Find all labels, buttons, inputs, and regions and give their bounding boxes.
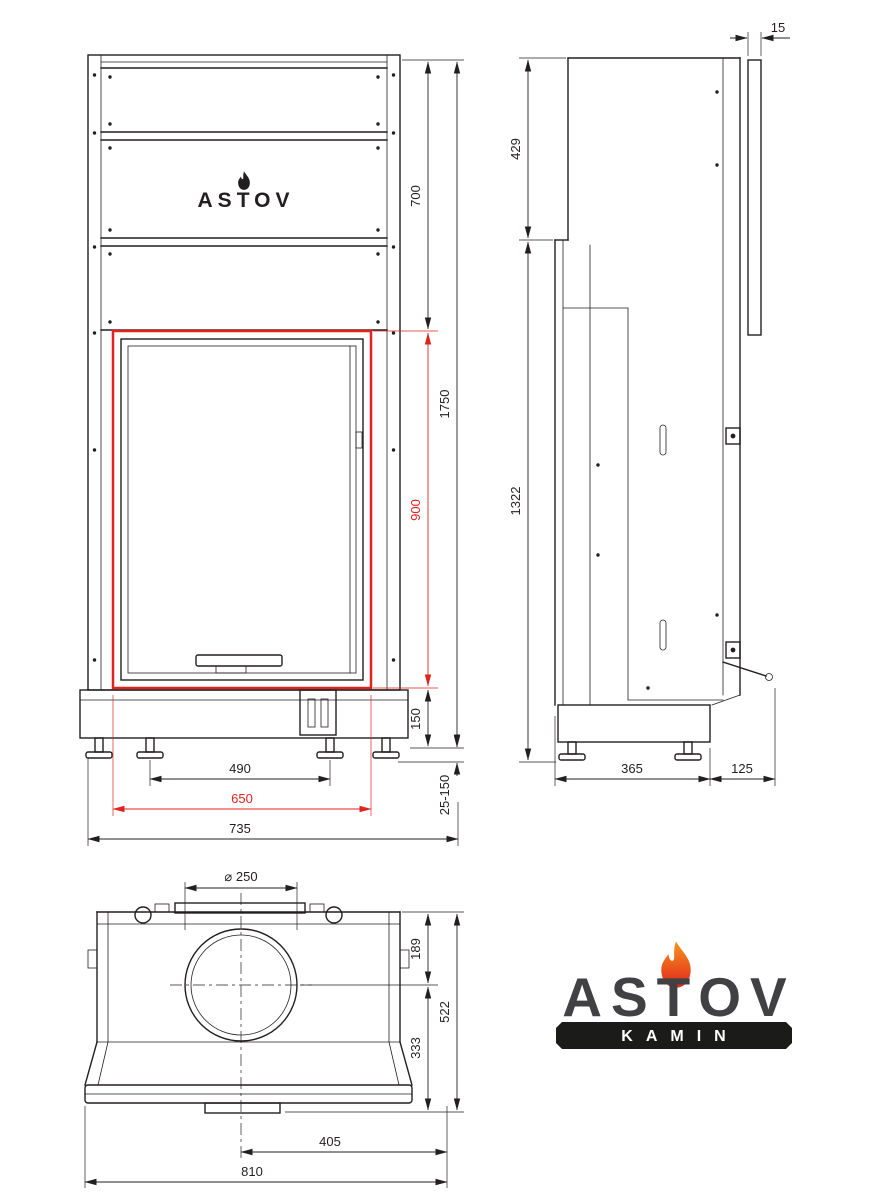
dim-front-opening-height: 900	[408, 332, 432, 687]
dim-front-base-height-value: 150	[408, 708, 423, 730]
dim-flue-offset-value: 189	[408, 938, 423, 960]
front-base	[79, 689, 409, 739]
front-handle-plan	[204, 1102, 281, 1114]
brand-name: ASTOV	[562, 966, 795, 1028]
side-feet	[558, 741, 702, 761]
front-dimensions: 700 900 150 1750 25-150	[87, 59, 464, 846]
dim-side-top-section: 429	[508, 59, 532, 239]
front-door	[120, 338, 364, 681]
dim-top-total-width: 810	[84, 1106, 448, 1188]
front-brand-mark: ASTOV	[198, 189, 295, 212]
dim-front-feet-span: 490	[149, 760, 331, 786]
rear-heat-shield	[747, 59, 762, 336]
dim-front-top-section: 700	[408, 61, 432, 330]
dim-side-depth-rear-value: 125	[731, 761, 753, 776]
side-screws	[596, 90, 719, 690]
front-view: ASTOV	[79, 54, 464, 846]
dim-front-feet-span-value: 490	[229, 761, 251, 776]
dim-front-total-height-value: 1750	[437, 390, 452, 419]
dim-front-leg-range: 25-150	[437, 734, 461, 815]
side-dimensions: 429 1322 15 365 125	[508, 20, 790, 786]
door-hinge	[355, 431, 363, 449]
dim-shield-thickness-value: 15	[771, 20, 785, 35]
dim-front-leg-range-value: 25-150	[437, 775, 452, 815]
side-view: 429 1322 15 365 125	[508, 20, 790, 786]
dim-total-depth: 522	[437, 913, 461, 1111]
rear-cap-right	[325, 906, 343, 924]
flue-collar-plate	[174, 902, 306, 914]
dim-side-body-height-value: 1322	[508, 487, 523, 516]
dim-side-body-height: 1322	[508, 241, 532, 761]
top-dimensions: ⌀ 250 189 333 522 405	[84, 869, 464, 1188]
brand-banner	[556, 1022, 792, 1049]
damper-lever	[722, 661, 773, 681]
dim-side-depth-front: 365	[554, 716, 711, 786]
dim-total-depth-value: 522	[437, 1001, 452, 1023]
dim-front-depth-value: 333	[408, 1037, 423, 1059]
wall-bracket-upper	[725, 427, 741, 445]
dim-front-top-section-value: 700	[408, 185, 423, 207]
dim-half-width-value: 405	[319, 1134, 341, 1149]
door-handle	[195, 654, 283, 667]
dim-side-depth-rear: 125	[709, 688, 776, 786]
dim-front-total-width-value: 735	[229, 821, 251, 836]
rear-cap-left	[134, 906, 152, 924]
brand-sub: KAMIN	[621, 1028, 738, 1045]
side-body	[554, 57, 773, 761]
dim-side-top-section-value: 429	[508, 138, 523, 160]
dim-front-depth: 333	[408, 986, 432, 1111]
top-view: ⌀ 250 189 333 522 405	[84, 869, 464, 1188]
front-flame-icon	[238, 171, 250, 190]
wall-bracket-lower	[725, 641, 741, 659]
top-body	[84, 893, 413, 1160]
side-base	[557, 704, 711, 743]
dim-half-width: 405	[240, 1106, 448, 1188]
dim-top-total-width-value: 810	[241, 1164, 263, 1179]
firebox-opening-highlight	[111, 329, 373, 690]
brand-logo: ASTOV KAMIN	[556, 941, 795, 1049]
dim-flue-offset: 189	[408, 913, 432, 984]
dim-shield-thickness: 15	[730, 20, 790, 56]
leveling-feet	[85, 737, 400, 759]
dim-front-opening-width: 650	[112, 695, 372, 816]
dim-flue-diameter: ⌀ 250	[184, 869, 298, 930]
dim-front-base-height: 150	[408, 689, 432, 747]
front-logo: ASTOV	[198, 171, 295, 212]
dim-side-depth-front-value: 365	[621, 761, 643, 776]
dim-front-total-width: 735	[87, 758, 459, 846]
front-frame	[87, 54, 401, 691]
dim-front-total-height: 1750	[437, 61, 461, 747]
dim-front-opening-height-value: 900	[408, 499, 423, 521]
dim-flue-diameter-value: ⌀ 250	[224, 869, 257, 884]
base-vent-box	[299, 689, 337, 736]
dim-front-opening-width-value: 650	[231, 791, 253, 806]
frame-screws	[92, 73, 396, 662]
